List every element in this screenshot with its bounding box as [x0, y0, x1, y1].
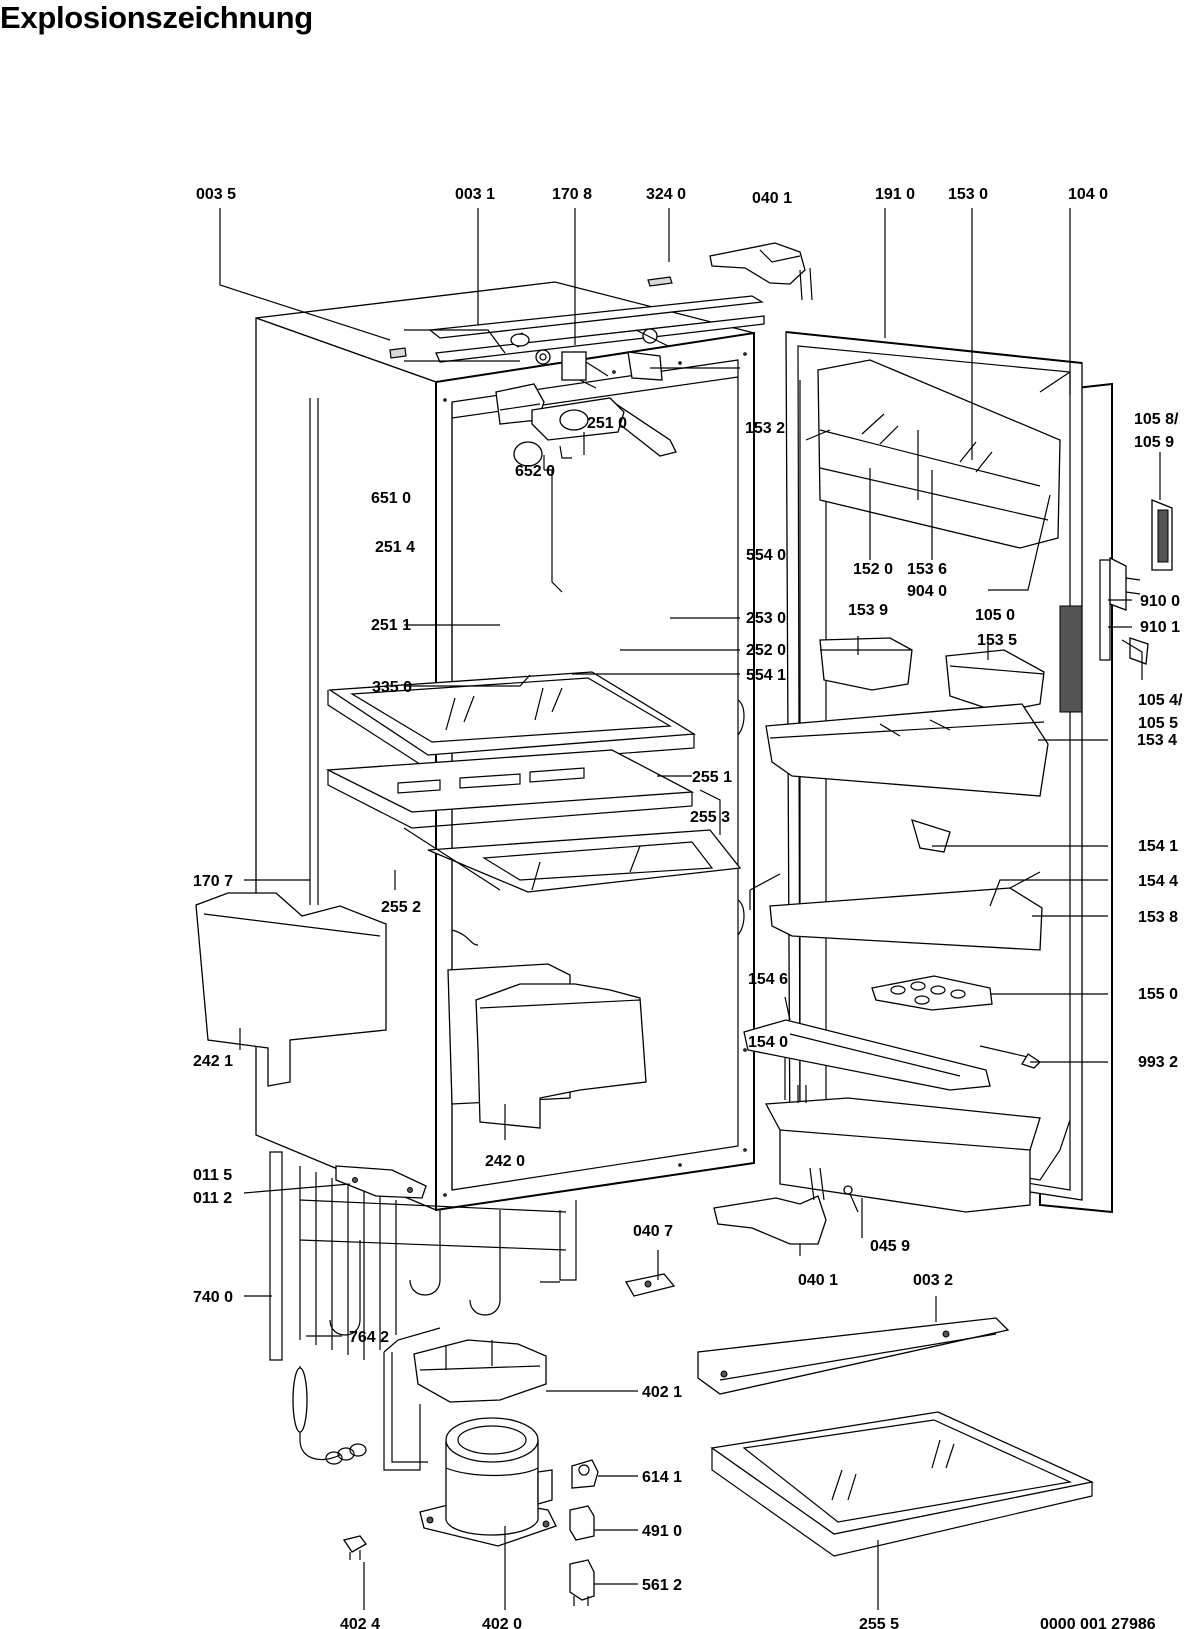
part-label-4021: 402 1 [642, 1384, 682, 1401]
part-label-9100: 910 0 [1140, 593, 1180, 610]
bracket-0115 [335, 1165, 427, 1199]
part-label-1059: 105 9 [1134, 434, 1174, 451]
part-label-2421: 242 1 [193, 1053, 233, 1070]
part-label-1539: 153 9 [848, 602, 888, 619]
part-label-1546: 154 6 [748, 971, 788, 988]
base-plate [697, 1317, 1010, 1395]
upper-hinge [709, 242, 813, 301]
part-label-3240: 324 0 [646, 186, 686, 203]
part-label-1538: 153 8 [1138, 909, 1178, 926]
glass-shelf-middle [325, 749, 742, 893]
part-label-2555: 255 5 [859, 1616, 899, 1629]
part-label-2551: 255 1 [692, 769, 732, 786]
part-label-1532: 153 2 [745, 420, 785, 437]
part-label-5612: 561 2 [642, 1577, 682, 1594]
door-small-parts [797, 819, 1042, 1103]
part-label-1544: 154 4 [1138, 873, 1178, 890]
part-label-6510: 651 0 [371, 490, 411, 507]
part-label-1055: 105 5 [1138, 715, 1178, 732]
part-label-3350: 335 0 [372, 679, 412, 696]
part-label-4910: 491 0 [642, 1523, 682, 1540]
part-label-9932: 993 2 [1138, 1054, 1178, 1071]
part-label-1550: 155 0 [1138, 986, 1178, 1003]
part-label-0459: 045 9 [870, 1238, 910, 1255]
part-label-9101: 910 1 [1140, 619, 1180, 636]
part-label-1054: 105 4/ [1138, 692, 1183, 709]
egg-tray [871, 975, 993, 1011]
part-label-2510: 251 0 [587, 415, 627, 432]
part-label-6141: 614 1 [642, 1469, 682, 1486]
overload-protector [569, 1505, 595, 1541]
part-label-7400: 740 0 [193, 1289, 233, 1306]
cover-plate-0407 [624, 1273, 676, 1297]
part-label-2553: 255 3 [690, 809, 730, 826]
part-label-0401b: 040 1 [798, 1272, 838, 1289]
part-label-2520: 252 0 [746, 642, 786, 659]
part-label-5541: 554 1 [746, 667, 786, 684]
part-label-0031: 003 1 [455, 186, 495, 203]
part-label-4020: 402 0 [482, 1616, 522, 1629]
part-label-1520: 152 0 [853, 561, 893, 578]
part-label-0032: 003 2 [913, 1272, 953, 1289]
part-label-1050: 105 0 [975, 607, 1015, 624]
part-label-0112: 011 2 [193, 1190, 232, 1207]
part-label-9040: 904 0 [907, 583, 947, 600]
part-label-1040: 104 0 [1068, 186, 1108, 203]
part-label-1910: 191 0 [875, 186, 915, 203]
document-number: 0000 001 27986 [1040, 1616, 1156, 1629]
part-label-1535: 153 5 [977, 632, 1017, 649]
part-label-2552: 255 2 [381, 899, 421, 916]
part-label-1530: 153 0 [948, 186, 988, 203]
top-cover-strips [389, 276, 765, 363]
relay-6141 [571, 1459, 599, 1489]
leader-lines [219, 208, 1161, 1610]
door-shelf-lower [749, 871, 1043, 951]
door-small-box-right [945, 649, 1045, 713]
door-shelf-upper [765, 703, 1049, 797]
start-device [569, 1559, 595, 1606]
compressor-mount [413, 1339, 547, 1403]
part-label-2514: 251 4 [375, 539, 415, 556]
glass-shelf-upper [327, 671, 697, 769]
part-label-2511: 251 1 [371, 617, 411, 634]
part-label-7642: 764 2 [349, 1329, 389, 1346]
part-label-5540: 554 0 [746, 547, 786, 564]
crisper-drawer-side [195, 892, 387, 1087]
part-label-1541: 154 1 [1138, 838, 1178, 855]
door-bottle-bin [764, 1097, 1041, 1213]
compressor [419, 1417, 557, 1547]
part-label-1536: 153 6 [907, 561, 947, 578]
part-label-4024: 402 4 [340, 1616, 380, 1629]
glass-shelf-bottom [710, 1411, 1095, 1557]
page-title: Explosionszeichnung [0, 0, 313, 35]
part-label-0407: 040 7 [633, 1223, 673, 1240]
part-label-2420: 242 0 [485, 1153, 525, 1170]
clip-4024 [342, 1535, 367, 1560]
part-label-1707: 170 7 [193, 873, 233, 890]
lower-hinge [713, 1167, 859, 1245]
part-label-1058: 105 8/ [1134, 411, 1179, 428]
bottle-rail [743, 1019, 991, 1091]
part-label-1708: 170 8 [552, 186, 592, 203]
part-label-0401a: 040 1 [752, 190, 792, 207]
part-label-0115: 011 5 [193, 1167, 232, 1184]
door-small-box-left [819, 637, 913, 691]
part-label-0035: 003 5 [196, 186, 236, 203]
part-label-2530: 253 0 [746, 610, 786, 627]
thermostat-and-light-assembly [495, 328, 677, 467]
crisper-drawer [475, 983, 647, 1129]
door-hinge-fittings [1109, 499, 1173, 665]
capillary-sensor [292, 1327, 441, 1471]
condenser [269, 1151, 577, 1361]
part-label-1540: 154 0 [748, 1034, 788, 1051]
part-label-1534: 153 4 [1137, 732, 1177, 749]
part-label-6520: 652 0 [515, 463, 555, 480]
part-labels: 003 5 003 1 170 8 324 0 040 1 191 0 153 … [193, 186, 1183, 1629]
door-butter-compartment [817, 359, 1061, 549]
